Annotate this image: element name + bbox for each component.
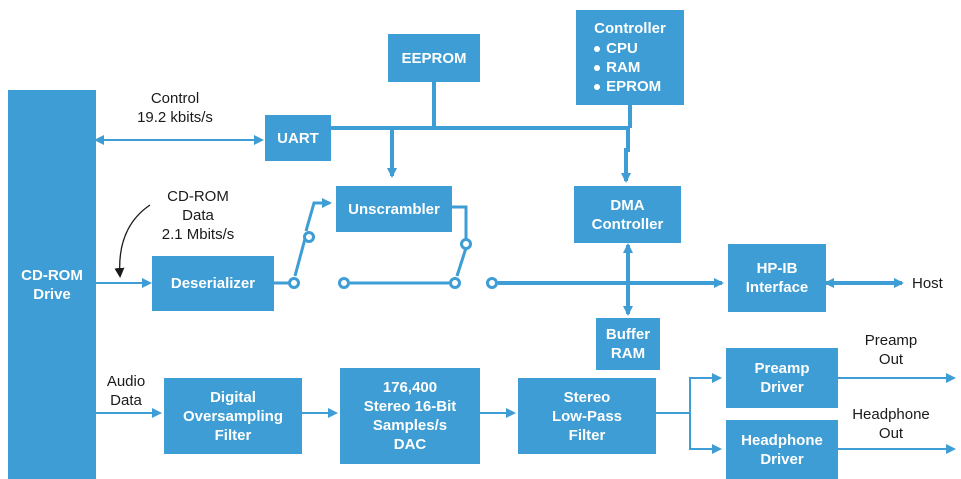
cdrom-data-label: CD-ROM Data 2.1 Mbits/s <box>161 188 235 243</box>
switch-to-unscrambler <box>304 198 332 232</box>
controller-item: CPU <box>594 39 638 58</box>
cdrom-drive-block: CD-ROM Drive <box>8 90 96 479</box>
controller-title: Controller <box>594 20 666 37</box>
switch-contact <box>338 277 350 289</box>
host-label: Host <box>912 275 943 292</box>
unscrambler-block: Unscrambler <box>336 186 452 232</box>
bullet-icon <box>594 64 601 71</box>
lowpass-split-2 <box>689 413 722 454</box>
uart-block: UART <box>265 115 331 161</box>
dma-controller-block: DMA Controller <box>574 186 681 243</box>
switch-lever-2 <box>455 247 468 277</box>
buffer-ram-label: Buffer RAM <box>605 326 651 362</box>
cdrom-drive-label: CD-ROM Drive <box>21 266 83 303</box>
cdrom-data-pointer <box>114 204 151 278</box>
switch-contact <box>460 238 472 250</box>
eeprom-label: EEPROM <box>401 49 467 67</box>
lowpass-filter-label: Stereo Low-Pass Filter <box>551 388 623 444</box>
preamp-driver-label: Preamp Driver <box>754 360 810 396</box>
dac-block: 176,400 Stereo 16-Bit Samples/s DAC <box>340 368 480 464</box>
controller-block: Controller CPU RAM EPROM <box>576 10 684 105</box>
headphone-driver-label: Headphone Driver <box>741 431 823 468</box>
digital-filter-label: Digital Oversampling Filter <box>182 388 284 444</box>
lowpass-split <box>656 373 722 414</box>
hpib-interface-label: HP-IB Interface <box>745 260 809 296</box>
uart-label: UART <box>277 129 319 147</box>
controller-item: EPROM <box>594 77 661 96</box>
headphone-driver-block: Headphone Driver <box>726 420 838 479</box>
switch-contact <box>288 277 300 289</box>
buffer-ram-block: Buffer RAM <box>596 318 660 370</box>
deserializer-block: Deserializer <box>152 256 274 311</box>
dma-controller-label: DMA Controller <box>591 196 664 233</box>
hpib-interface-block: HP-IB Interface <box>728 244 826 312</box>
control-label: Control 19.2 kbits/s <box>137 90 213 126</box>
controller-content: Controller CPU RAM EPROM <box>594 19 666 96</box>
unscrambler-out <box>452 205 468 240</box>
dac-label: 176,400 Stereo 16-Bit Samples/s DAC <box>363 379 457 453</box>
unscrambler-label: Unscrambler <box>348 200 440 218</box>
controller-item: RAM <box>594 58 640 77</box>
bullet-icon <box>594 83 601 90</box>
preamp-out-label: Preamp Out <box>864 332 918 368</box>
switch-contact <box>303 231 315 243</box>
headphone-out-label: Headphone Out <box>852 406 930 442</box>
lowpass-filter-block: Stereo Low-Pass Filter <box>518 378 656 454</box>
audio-data-label: Audio Data <box>106 373 146 409</box>
deserializer-label: Deserializer <box>170 275 256 292</box>
switch-lever-1 <box>293 234 308 277</box>
bullet-icon <box>594 45 601 52</box>
digital-filter-block: Digital Oversampling Filter <box>164 378 302 454</box>
switch-contact <box>449 277 461 289</box>
switch-contact <box>486 277 498 289</box>
preamp-driver-block: Preamp Driver <box>726 348 838 408</box>
eeprom-block: EEPROM <box>388 34 480 82</box>
bus-dma-connector <box>621 128 631 183</box>
